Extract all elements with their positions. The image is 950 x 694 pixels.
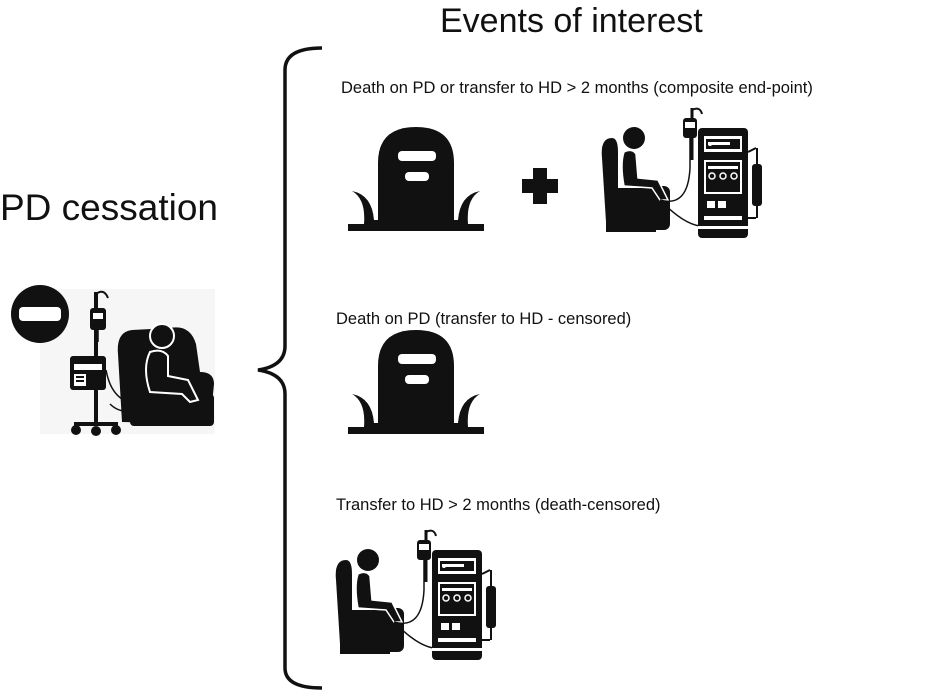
event-label-composite: Death on PD or transfer to HD > 2 months… <box>341 79 813 97</box>
event-label-death: Death on PD (transfer to HD - censored) <box>336 310 632 328</box>
pd-cessation-label: PD cessation <box>0 187 218 228</box>
curly-brace <box>257 46 323 690</box>
event-label-transfer: Transfer to HD > 2 months (death-censore… <box>336 496 661 514</box>
diagram-title: Events of interest <box>440 2 703 40</box>
plus-icon <box>522 168 558 204</box>
tombstone-icon <box>348 330 484 434</box>
hemodialysis-patient-icon <box>334 528 498 662</box>
no-entry-icon <box>11 285 69 343</box>
hemodialysis-patient-icon <box>600 106 764 240</box>
tombstone-icon <box>348 127 484 231</box>
pd-patient-icon <box>11 285 215 436</box>
